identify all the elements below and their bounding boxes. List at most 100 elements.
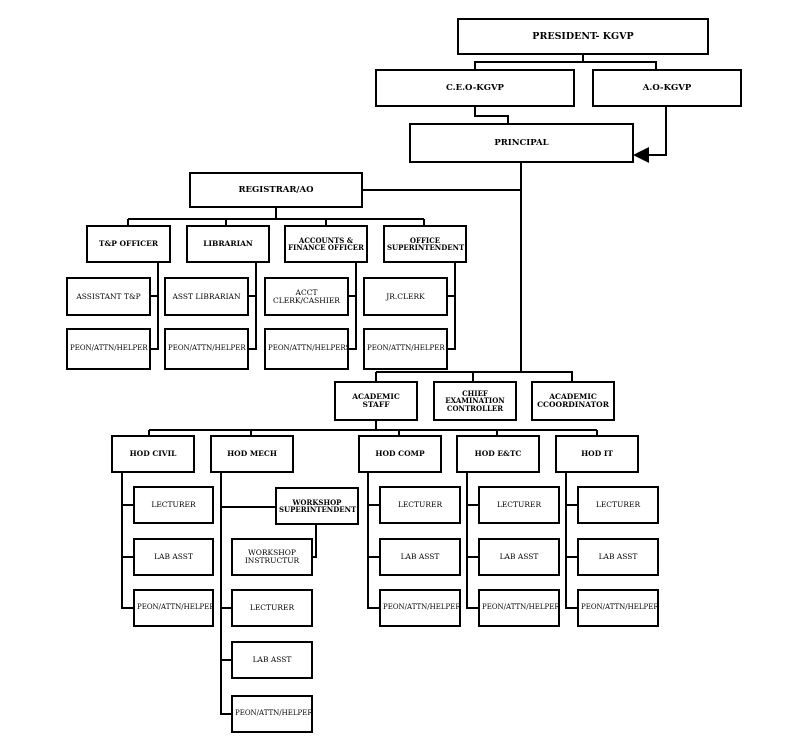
label-lab-entc: LAB ASST xyxy=(499,552,539,562)
label-lab-mech: LAB ASST xyxy=(252,655,292,665)
label-hod-entc: HOD E&TC xyxy=(474,449,522,459)
box-lab-entc: LAB ASST xyxy=(478,538,560,576)
label-lab-comp: LAB ASST xyxy=(400,552,440,562)
link-office-sub xyxy=(447,262,456,350)
box-hod-entc: HOD E&TC xyxy=(456,435,540,473)
label-lecturer-mech: LECTURER xyxy=(249,603,295,613)
box-accounts-officer: ACCOUNTS & FINANCE OFFICER xyxy=(284,225,368,263)
label-hod-comp: HOD COMP xyxy=(375,449,425,459)
link-ao-principal xyxy=(633,106,667,163)
box-president: PRESIDENT- KGVP xyxy=(457,18,709,55)
box-chief-exam: CHIEF EXAMINATION CONTROLLER xyxy=(433,381,517,421)
link-entc-sub xyxy=(466,472,479,609)
label-president: PRESIDENT- KGVP xyxy=(532,30,634,42)
label-registrar: REGISTRAR/AO xyxy=(238,184,314,195)
link-acct-sub xyxy=(348,262,357,350)
box-ao: A.O-KGVP xyxy=(592,69,742,107)
box-lab-mech: LAB ASST xyxy=(231,641,313,679)
box-peon-acct: PEON/ATTN/HELPERS xyxy=(264,328,349,370)
box-lab-civil: LAB ASST xyxy=(133,538,214,576)
box-lecturer-it: LECTURER xyxy=(577,486,659,524)
box-jr-clerk: JR.CLERK xyxy=(363,277,448,316)
label-acct-clerk: ACCT CLERK/CASHIER xyxy=(273,287,340,305)
link-comp-sub xyxy=(367,472,380,609)
link-tp-sub xyxy=(150,262,159,350)
label-lecturer-entc: LECTURER xyxy=(496,500,542,510)
label-tp-officer: T&P OFFICER xyxy=(98,239,159,249)
box-lecturer-civil: LECTURER xyxy=(133,486,214,524)
box-peon-office: PEON/ATTN/HELPER xyxy=(363,328,448,370)
link-workshop-sub xyxy=(312,524,317,558)
label-academic-staff: ACADEMIC STAFF xyxy=(352,392,400,409)
box-asst-librarian: ASST LIBRARIAN xyxy=(164,277,249,316)
label-librarian: LIBRARIAN xyxy=(203,239,253,249)
box-librarian: LIBRARIAN xyxy=(186,225,270,263)
link-registrar-row xyxy=(127,207,425,226)
box-peon-mech: PEON/ATTN/HELPER xyxy=(231,695,313,733)
label-peon-lib: PEON/ATTN/HELPER xyxy=(168,344,246,353)
label-lab-it: LAB ASST xyxy=(598,552,638,562)
label-asst-librarian: ASST LIBRARIAN xyxy=(172,291,241,301)
label-workshop-instr: WORKSHOP INSTRUCTUR xyxy=(244,548,300,565)
box-principal: PRINCIPAL xyxy=(409,123,634,163)
box-workshop-supt: WORKSHOP SUPERINTENDENT xyxy=(275,487,359,525)
box-lab-comp: LAB ASST xyxy=(379,538,461,576)
label-peon-civil: PEON/ATTN/HELPER xyxy=(137,603,214,612)
label-jr-clerk: JR.CLERK xyxy=(386,291,425,301)
box-academic-staff: ACADEMIC STAFF xyxy=(334,381,418,421)
label-academic-coord: ACADEMIC CCOORDINATOR xyxy=(537,392,609,409)
box-peon-lib: PEON/ATTN/HELPER xyxy=(164,328,249,370)
label-hod-civil: HOD CIVIL xyxy=(129,449,177,459)
box-lab-it: LAB ASST xyxy=(577,538,659,576)
label-lecturer-comp: LECTURER xyxy=(397,500,443,510)
label-hod-mech: HOD MECH xyxy=(227,449,277,459)
box-ceo: C.E.O-KGVP xyxy=(375,69,575,107)
box-peon-it: PEON/ATTN/HELPER xyxy=(577,589,659,627)
box-registrar: REGISTRAR/AO xyxy=(189,172,363,208)
box-hod-it: HOD IT xyxy=(555,435,639,473)
box-peon-comp: PEON/ATTN/HELPER xyxy=(379,589,461,627)
link-civil-sub xyxy=(121,472,134,609)
box-tp-officer: T&P OFFICER xyxy=(86,225,171,263)
box-lecturer-comp: LECTURER xyxy=(379,486,461,524)
label-workshop-supt: WORKSHOP SUPERINTENDENT xyxy=(279,497,357,514)
label-lab-civil: LAB ASST xyxy=(154,552,193,562)
box-asst-tp: ASSISTANT T&P xyxy=(66,277,151,316)
box-peon-civil: PEON/ATTN/HELPER xyxy=(133,589,214,627)
link-president-ceo xyxy=(474,54,584,70)
box-lecturer-entc: LECTURER xyxy=(478,486,560,524)
label-peon-comp: PEON/ATTN/HELPER xyxy=(383,603,461,612)
label-accounts-officer: ACCOUNTS & FINANCE OFFICER xyxy=(288,235,364,252)
link-academic-row xyxy=(375,371,573,382)
label-lecturer-civil: LECTURER xyxy=(151,500,196,510)
label-asst-tp: ASSISTANT T&P xyxy=(76,291,141,301)
box-academic-coord: ACADEMIC CCOORDINATOR xyxy=(531,381,615,421)
label-peon-it: PEON/ATTN/HELPER xyxy=(581,603,659,612)
box-lecturer-mech: LECTURER xyxy=(231,589,313,627)
box-peon-tp: PEON/ATTN/HELPER xyxy=(66,328,151,370)
label-office-supt: OFFICE SUPERINTENDENT xyxy=(387,235,465,252)
box-acct-clerk: ACCT CLERK/CASHIER xyxy=(264,277,349,316)
box-peon-entc: PEON/ATTN/HELPER xyxy=(478,589,560,627)
box-hod-civil: HOD CIVIL xyxy=(111,435,195,473)
link-hod-row xyxy=(148,420,598,436)
label-hod-it: HOD IT xyxy=(581,449,613,459)
label-lecturer-it: LECTURER xyxy=(595,500,641,510)
label-chief-exam: CHIEF EXAMINATION CONTROLLER xyxy=(445,388,505,413)
link-president-ao xyxy=(582,54,657,70)
box-hod-mech: HOD MECH xyxy=(210,435,294,473)
label-peon-office: PEON/ATTN/HELPER xyxy=(367,344,445,353)
label-ao: A.O-KGVP xyxy=(642,82,692,93)
label-ceo: C.E.O-KGVP xyxy=(446,82,504,93)
box-hod-comp: HOD COMP xyxy=(358,435,442,473)
label-peon-acct: PEON/ATTN/HELPERS xyxy=(268,344,349,353)
link-lib-sub xyxy=(248,262,257,350)
label-peon-mech: PEON/ATTN/HELPER xyxy=(235,709,313,718)
link-it-sub xyxy=(565,472,578,609)
box-workshop-instr: WORKSHOP INSTRUCTUR xyxy=(231,538,313,576)
label-principal: PRINCIPAL xyxy=(494,137,549,148)
box-office-supt: OFFICE SUPERINTENDENT xyxy=(383,225,467,263)
label-peon-entc: PEON/ATTN/HELPER xyxy=(482,603,560,612)
